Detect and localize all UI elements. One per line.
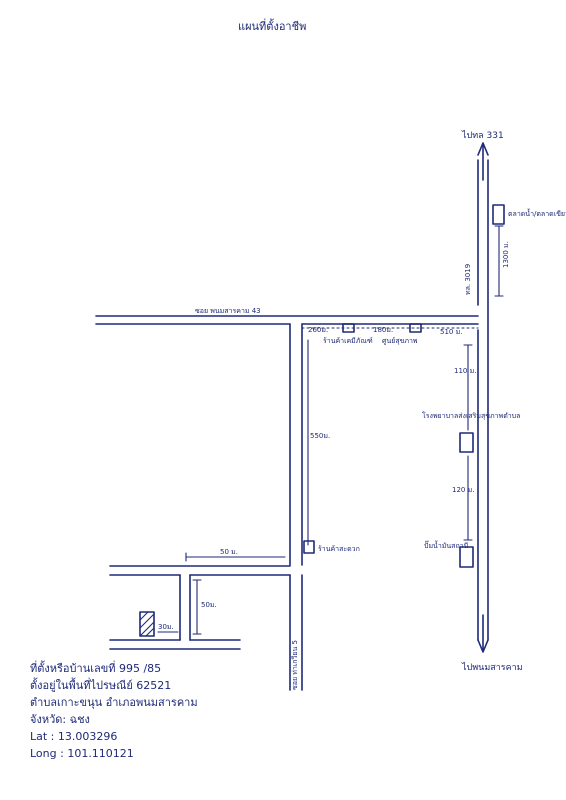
address-block: ที่ตั้งหรือบ้านเลขที่ 995 /85 ตั้งอยู่ใน… (30, 660, 330, 762)
distance-50b-bracket (192, 579, 202, 635)
mid-shop-label: ร้านค้าสะดวก (318, 545, 360, 553)
distance-50a-bracket (185, 552, 286, 562)
shop-left-label: ร้านค้าเคมีภัณฑ์ (323, 337, 373, 345)
hospital-square (459, 432, 474, 453)
address-line-2: ตั้งอยู่ในพื้นที่ไปรษณีย์ 62521 (30, 679, 172, 692)
market-square (492, 204, 505, 225)
shop-right-square (409, 323, 422, 333)
shop-right-label: ศูนย์สุขภาพ (382, 337, 418, 345)
market-label: ตลาดน้ำ/ตลาดเขียว (508, 207, 566, 218)
distance-510-label: 510 ม. (440, 328, 462, 336)
distance-50a-label: 50 ม. (220, 548, 238, 556)
gas-station-square (459, 546, 474, 568)
hospital-label: โรงพยาบาลส่งเสริมสุขภาพตำบล (422, 411, 520, 420)
south-destination-label: ไปพนมสารคาม (461, 662, 523, 673)
highway-number-label: ทล. 3019 (464, 264, 472, 295)
distance-1300-bracket (494, 225, 504, 297)
address-long: Long : 101.110121 (30, 747, 134, 760)
distance-550-label: 550ม. (310, 432, 330, 440)
distance-180-label: 180ม. (373, 326, 393, 334)
address-line-4: จังหวัด: ฉชง (30, 713, 90, 726)
north-destination-label: ไปทล 331 (461, 130, 504, 141)
mid-shop-square (303, 540, 315, 554)
distance-120-bracket (463, 455, 473, 541)
distance-110-bracket (463, 344, 473, 431)
lower-branch-road (109, 565, 291, 650)
address-lat: Lat : 13.003296 (30, 730, 118, 743)
main-highway (477, 142, 489, 653)
distance-110-label: 110 ม. (454, 367, 476, 375)
vertical-soi (289, 323, 303, 691)
distance-50b-label: 50ม. (201, 601, 217, 609)
destination-hatched-box (139, 611, 155, 637)
horizontal-soi-label: ซอย พนมสารคาม 43 (195, 307, 261, 315)
distance-1300-label: 1300 ม. (502, 241, 510, 268)
address-line-1: ที่ตั้งหรือบ้านเลขที่ 995 /85 (30, 662, 162, 675)
distance-120-label: 120 ม. (452, 486, 474, 494)
map-title: แผนที่ตั้งอาชีพ (238, 18, 306, 33)
gas-station-label: ปั๊มน้ำมันสถานี (424, 539, 469, 550)
horizontal-soi (95, 315, 479, 325)
distance-30-label: 30ม. (158, 623, 174, 631)
address-line-3: ตำบลเกาะขนุน อำเภอพนมสารคาม (30, 696, 198, 709)
vertical-soi-label: ซอย ท่าเกวียน 5 (291, 640, 299, 690)
distance-260-label: 260ม. (308, 326, 328, 334)
